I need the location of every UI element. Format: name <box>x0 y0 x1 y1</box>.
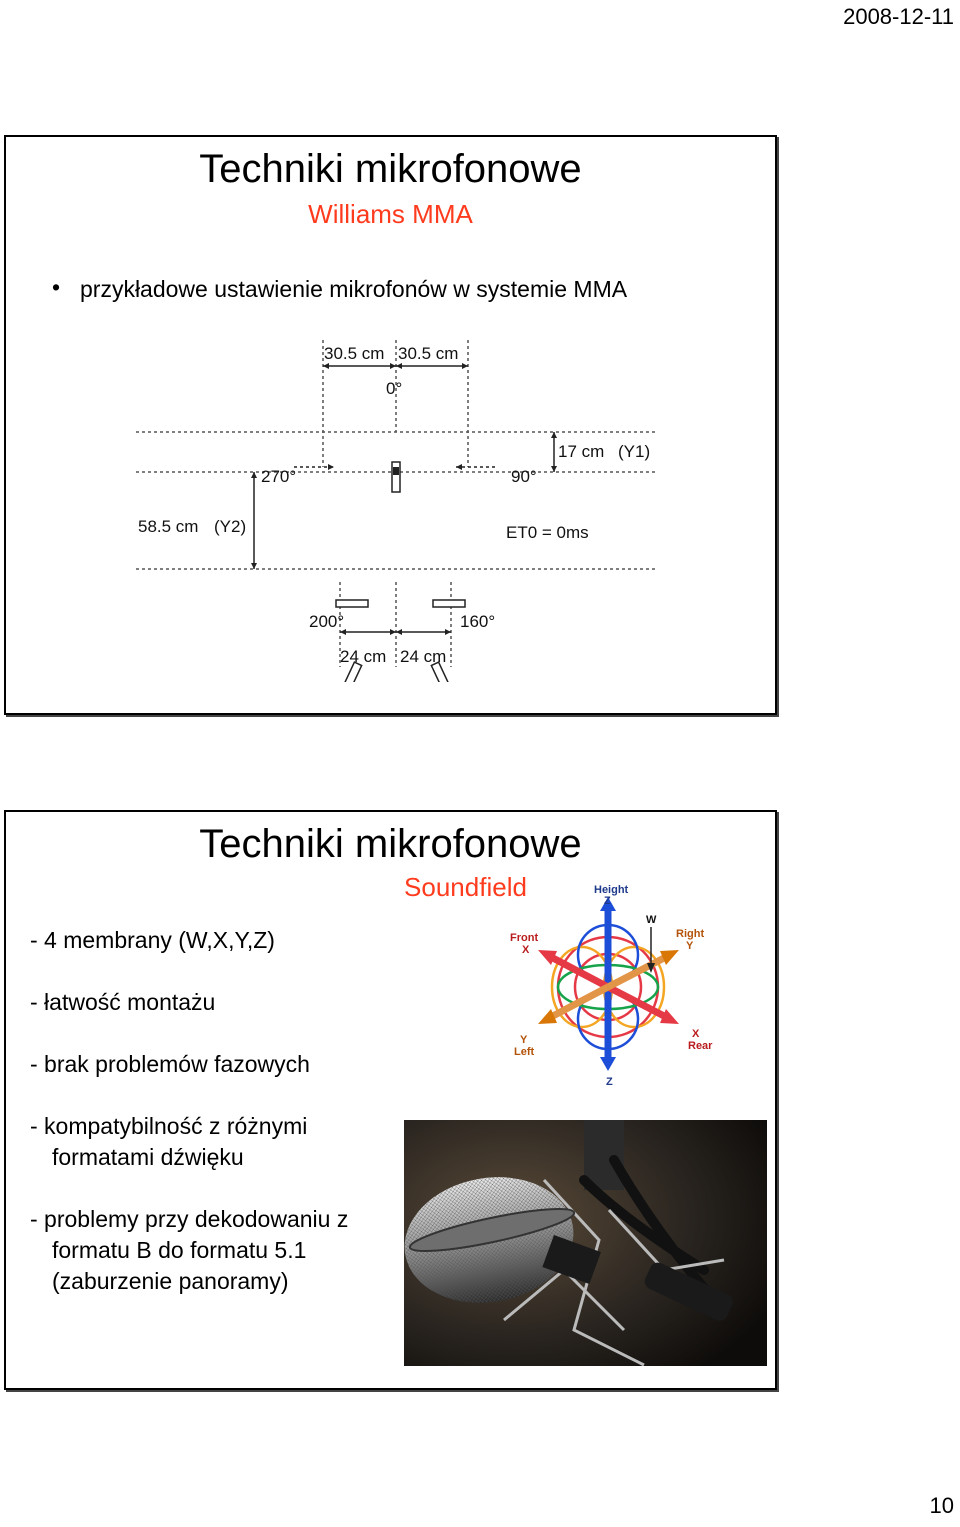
bullet-dot: • <box>52 274 61 300</box>
label-angle-right: 90° <box>511 467 537 486</box>
label-angle-left: 270° <box>261 467 296 486</box>
label-angle-rear-left: 200° <box>309 612 344 631</box>
slide-title: Techniki mikrofonowe <box>199 147 582 191</box>
label-height: Height <box>594 884 629 896</box>
list-item: formatami dźwięku <box>52 1144 244 1170</box>
header-date: 2008-12-11 <box>843 4 954 29</box>
label-rear: Rear <box>688 1040 713 1052</box>
list-item: - brak problemów fazowych <box>30 1051 310 1077</box>
label-z-top: Z <box>604 895 611 907</box>
soundfield-polar-diagram: Height Z W Front X Right Y Y Left X Rear… <box>510 884 713 1088</box>
slide-title: Techniki mikrofonowe <box>199 822 582 866</box>
slide-subtitle: Soundfield <box>404 872 527 902</box>
label-right: Right <box>676 928 704 940</box>
label-y1-name: (Y1) <box>618 442 650 461</box>
list-item: - kompatybilność z różnymi <box>30 1113 308 1139</box>
label-w: W <box>646 914 657 926</box>
label-bottom-left: 24 cm <box>340 647 386 666</box>
mma-layout-diagram: 30.5 cm 30.5 cm 0° 270° 90° 17 cm (Y1) 5… <box>136 340 656 682</box>
label-left: Left <box>514 1046 535 1058</box>
slide-soundfield: Techniki mikrofonowe Soundfield - 4 memb… <box>4 810 777 1390</box>
label-front: Front <box>510 932 538 944</box>
slide-subtitle: Williams MMA <box>308 199 473 229</box>
label-x-rear: X <box>692 1028 700 1040</box>
label-z-bottom: Z <box>606 1076 613 1088</box>
label-y-left: Y <box>520 1034 528 1046</box>
list-item: - łatwość montażu <box>30 989 216 1015</box>
label-angle-rear-right: 160° <box>460 612 495 631</box>
page-number: 10 <box>929 1493 954 1518</box>
bullet-text: przykładowe ustawienie mikrofonów w syst… <box>80 276 628 302</box>
label-y-right: Y <box>686 940 694 952</box>
label-top-right: 30.5 cm <box>398 344 458 363</box>
label-top-left: 30.5 cm <box>324 344 384 363</box>
label-y2: 58.5 cm <box>138 517 198 536</box>
label-y2-name: (Y2) <box>214 517 246 536</box>
list-item: (zaburzenie panoramy) <box>52 1268 289 1294</box>
soundfield-microphone-photo <box>404 1120 767 1366</box>
label-eto: ET0 = 0ms <box>506 523 589 542</box>
label-bottom-right: 24 cm <box>400 647 446 666</box>
list-item: - 4 membrany (W,X,Y,Z) <box>30 927 275 953</box>
label-y1: 17 cm <box>558 442 604 461</box>
microphone-icons <box>335 461 466 682</box>
label-x-front: X <box>522 944 530 956</box>
label-angle-front: 0° <box>386 379 402 398</box>
slide-williams-mma: Techniki mikrofonowe Williams MMA • przy… <box>4 135 777 715</box>
list-item: - problemy przy dekodowaniu z <box>30 1206 349 1232</box>
list-item: formatu B do formatu 5.1 <box>52 1237 307 1263</box>
